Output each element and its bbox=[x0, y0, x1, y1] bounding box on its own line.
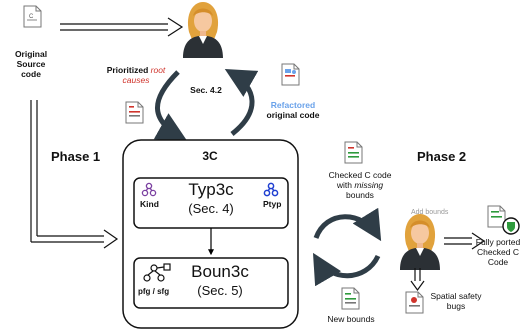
root-causes-file-icon bbox=[125, 101, 144, 124]
arrow-icon bbox=[444, 232, 486, 250]
source-file-icon: C bbox=[23, 5, 42, 28]
pfg-label: pfg / sfg bbox=[138, 287, 170, 296]
bug-file-icon bbox=[405, 291, 424, 314]
fully-ported-label: Fully ported Checked C Code bbox=[475, 237, 521, 267]
arrow-icon bbox=[30, 100, 119, 249]
refactored-file-icon bbox=[281, 63, 300, 86]
kind-label: Kind bbox=[140, 199, 159, 209]
shield-icon bbox=[502, 217, 520, 235]
cycle-arrow-icon bbox=[153, 70, 188, 141]
phase2-label: Phase 2 bbox=[417, 149, 467, 164]
checked-c-file-icon bbox=[344, 141, 363, 164]
kind-icon bbox=[141, 182, 157, 197]
arrow-icon bbox=[60, 17, 184, 37]
arrow-icon bbox=[410, 268, 425, 292]
add-bounds-label: Add bounds bbox=[411, 209, 449, 216]
root-causes-prefix: Prioritized bbox=[106, 65, 149, 75]
checked-missing-label: Checked C code with missing bounds bbox=[328, 170, 392, 200]
typ3c-sec: (Sec. 4) bbox=[188, 201, 234, 216]
graph-icon bbox=[143, 263, 171, 282]
boun3c-name: Boun3c bbox=[191, 262, 249, 281]
cycle-arrow-icon bbox=[224, 69, 259, 136]
new-bounds-label: New bounds bbox=[327, 314, 375, 324]
phase1-label: Phase 1 bbox=[51, 149, 101, 164]
root-causes-label: Prioritized root causes bbox=[96, 65, 176, 86]
new-bounds-file-icon bbox=[341, 287, 360, 310]
refactored-label: Refactored original code bbox=[248, 100, 338, 121]
developer-person-icon bbox=[400, 214, 440, 270]
tool-3c-title: 3C bbox=[202, 149, 218, 163]
missing-word: missing bbox=[354, 179, 384, 190]
svg-text:C: C bbox=[29, 14, 34, 20]
source-label: Original Source code bbox=[14, 49, 48, 79]
cycle-arrow-icon bbox=[313, 207, 382, 242]
ptyp-icon bbox=[263, 182, 279, 197]
typ3c-name: Typ3c bbox=[188, 180, 234, 199]
refactored-line2: original code bbox=[266, 109, 320, 120]
sec42-label: Sec. 4.2 bbox=[190, 85, 222, 95]
spatial-label: Spatial safety bugs bbox=[430, 291, 482, 311]
boun3c-box bbox=[133, 257, 289, 309]
causes-word: causes bbox=[122, 74, 150, 85]
boun3c-sec: (Sec. 5) bbox=[197, 283, 243, 298]
ptyp-label: Ptyp bbox=[263, 199, 282, 209]
developer-person-icon bbox=[183, 2, 223, 58]
cycle-arrow-icon bbox=[312, 252, 381, 287]
refactored-line1: Refactored bbox=[270, 100, 316, 110]
fully-ported-file-icon bbox=[487, 205, 506, 228]
root-word: root bbox=[150, 65, 166, 75]
